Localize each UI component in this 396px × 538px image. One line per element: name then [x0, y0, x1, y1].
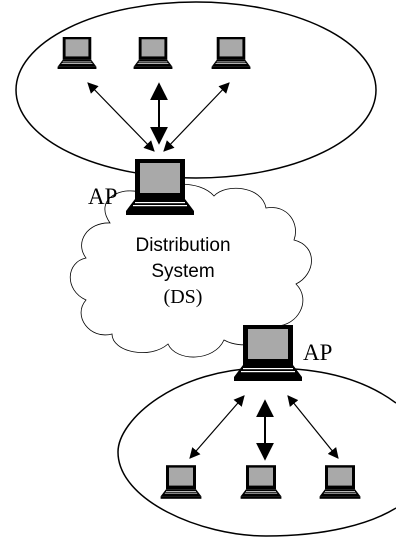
upper-bss [15, 1, 377, 179]
upper-ap-icon[interactable] [126, 159, 194, 215]
upper-station-3-icon[interactable] [211, 37, 251, 69]
lower-link-1 [189, 395, 245, 459]
lower-station-2-icon[interactable] [240, 465, 282, 499]
distribution-system: Distribution System (DS) [69, 183, 312, 358]
lower-ap-label: AP [303, 340, 332, 365]
upper-station-1-icon[interactable] [57, 37, 97, 69]
upper-link-1 [87, 82, 155, 152]
lower-bss-boundary [117, 367, 396, 537]
upper-ap-label: AP [88, 184, 117, 209]
lower-ap-icon[interactable] [234, 325, 302, 381]
lower-link-3 [287, 395, 339, 459]
lower-bss [117, 367, 396, 537]
ds-label-line-3: (DS) [164, 286, 203, 308]
upper-bss-boundary [15, 1, 377, 179]
lower-station-3-icon[interactable] [319, 465, 361, 499]
ds-label-line-2: System [151, 261, 214, 282]
upper-access-point: AP [88, 159, 194, 215]
ds-label-line-1: Distribution [135, 235, 230, 256]
upper-station-2-icon[interactable] [133, 37, 173, 69]
lower-station-1-icon[interactable] [160, 465, 202, 499]
lower-access-point: AP [234, 325, 332, 381]
upper-link-3 [163, 82, 230, 152]
